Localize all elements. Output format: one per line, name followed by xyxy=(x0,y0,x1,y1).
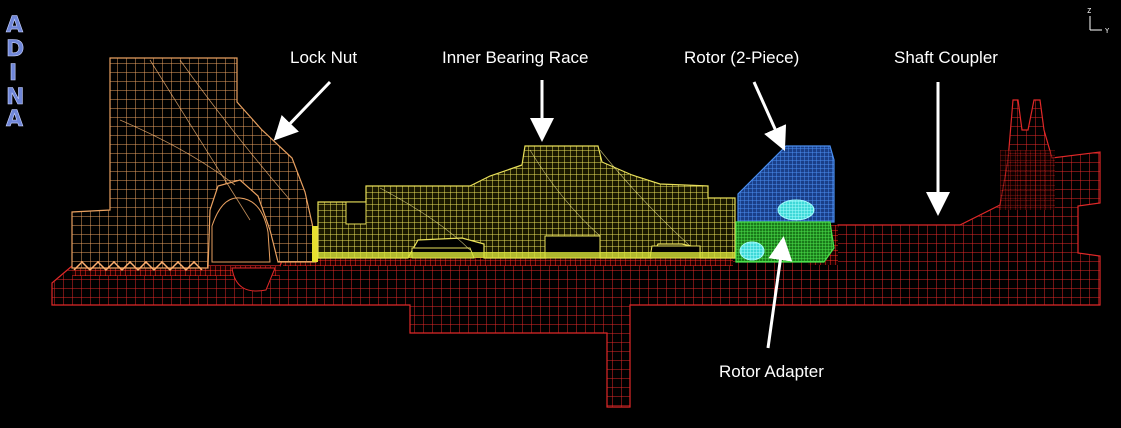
annotation-arrows xyxy=(273,80,950,349)
adina-logo: A D I N A xyxy=(6,13,25,133)
lock-nut-arrow xyxy=(273,80,332,141)
label-shaft-coupler: Shaft Coupler xyxy=(894,48,998,67)
logo-letter-1: A xyxy=(6,13,23,38)
lock-nut-mesh xyxy=(71,57,318,272)
logo-letter-2: D xyxy=(6,37,24,62)
rotor-arrow xyxy=(752,81,787,151)
label-lock-nut: Lock Nut xyxy=(290,48,357,67)
inner-bearing-race-mesh xyxy=(317,145,736,259)
axis-z-label: Z xyxy=(1087,7,1091,15)
logo-letter-3: I xyxy=(9,61,17,86)
axis-y-label: Y xyxy=(1105,27,1110,35)
logo-letter-4: N xyxy=(6,85,24,110)
axis-triad-icon: Z Y xyxy=(1087,7,1110,35)
label-inner-bearing-race: Inner Bearing Race xyxy=(442,48,588,67)
label-rotor: Rotor (2-Piece) xyxy=(684,48,799,67)
logo-letter-5: A xyxy=(6,107,23,132)
rotor-adapter-mesh xyxy=(735,221,835,263)
rotor-adapter-arrow xyxy=(766,236,793,349)
rotor-mesh xyxy=(737,145,835,223)
label-rotor-adapter: Rotor Adapter xyxy=(719,362,824,381)
